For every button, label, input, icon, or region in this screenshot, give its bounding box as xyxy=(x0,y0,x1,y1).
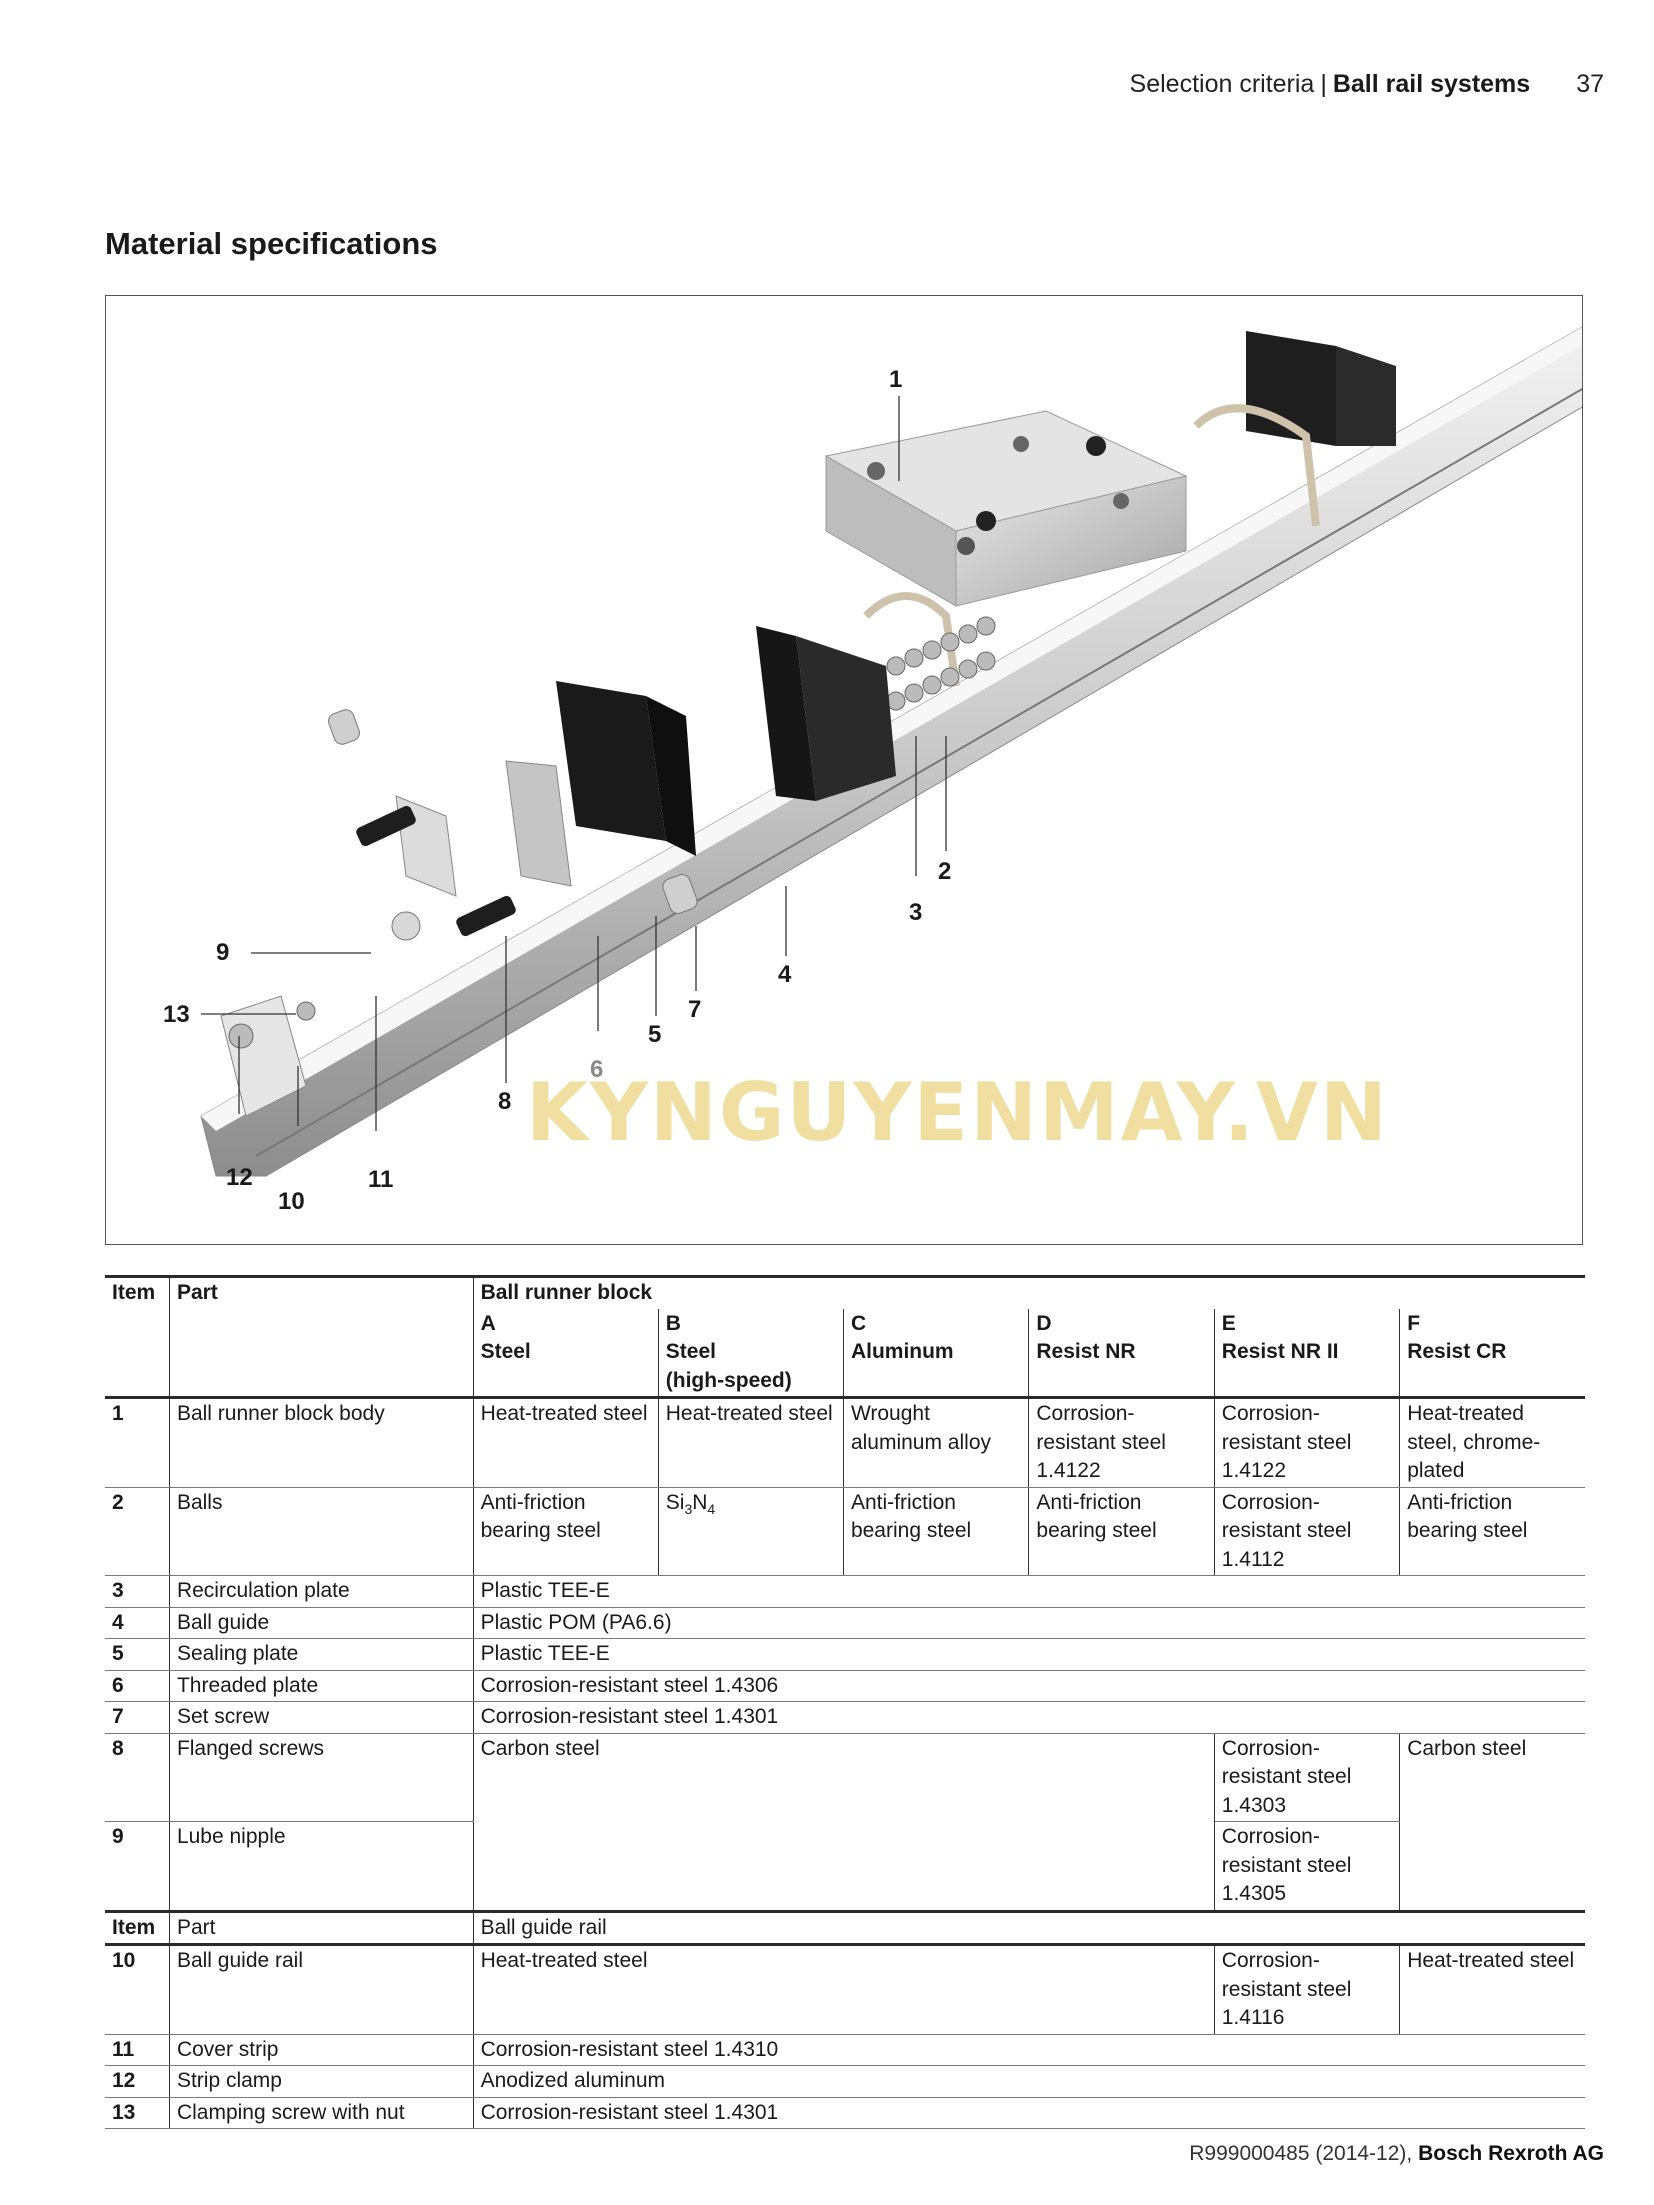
callout-8: 8 xyxy=(498,1088,512,1115)
col-group-ball-runner-block: Ball runner block xyxy=(473,1275,1585,1309)
table-row: 9 Lube nipple Corrosion-resistant steel … xyxy=(105,1821,1585,1913)
running-header: Selection criteria | Ball rail systems 3… xyxy=(1130,70,1604,99)
callout-3: 3 xyxy=(909,899,923,926)
ball-rail-illustration xyxy=(200,326,1582,1177)
callout-11: 11 xyxy=(368,1166,394,1193)
page-title: Material specifications xyxy=(105,226,438,261)
section-name: Selection criteria xyxy=(1129,70,1315,98)
table-row: 10 Ball guide rail Heat-treated steel Co… xyxy=(105,1944,1585,2035)
company-name: Bosch Rexroth AG xyxy=(1418,2142,1604,2165)
col-header-part: Part xyxy=(169,1275,474,1309)
header-separator: | xyxy=(1320,70,1327,98)
page-footer: R999000485 (2014-12), Bosch Rexroth AG xyxy=(1189,2142,1604,2166)
callout-12: 12 xyxy=(226,1164,253,1191)
callout-9: 9 xyxy=(216,939,230,966)
callout-1: 1 xyxy=(889,366,903,393)
callout-10: 10 xyxy=(278,1188,305,1215)
callout-13: 13 xyxy=(163,1001,190,1028)
si3n4-formula: Si3N4 xyxy=(658,1487,844,1576)
doc-number: R999000485 (2014-12), xyxy=(1189,2142,1419,2165)
watermark: KYNGUYENMAY.VN xyxy=(526,1066,1389,1159)
table-row: 2 Balls Anti-friction bearing steel Si3N… xyxy=(105,1487,1585,1576)
table-row: 1 Ball runner block body Heat-treated st… xyxy=(105,1397,1585,1488)
chapter-name: Ball rail systems xyxy=(1332,70,1531,98)
callout-6: 6 xyxy=(590,1056,604,1083)
callout-2: 2 xyxy=(938,858,952,885)
page-number: 37 xyxy=(1576,70,1604,98)
exploded-view-figure: 1 2 3 4 5 6 7 8 9 10 11 12 13 KYNGUYENMA… xyxy=(105,295,1583,1245)
callout-5: 5 xyxy=(648,1021,662,1048)
table-row: 8 Flanged screws Carbon steel Corrosion-… xyxy=(105,1733,1585,1913)
rail-header-row: Item Part Ball guide rail xyxy=(105,1911,1585,1946)
callout-4: 4 xyxy=(778,961,792,988)
col-header-item: Item xyxy=(105,1275,170,1309)
callout-7: 7 xyxy=(688,996,702,1023)
